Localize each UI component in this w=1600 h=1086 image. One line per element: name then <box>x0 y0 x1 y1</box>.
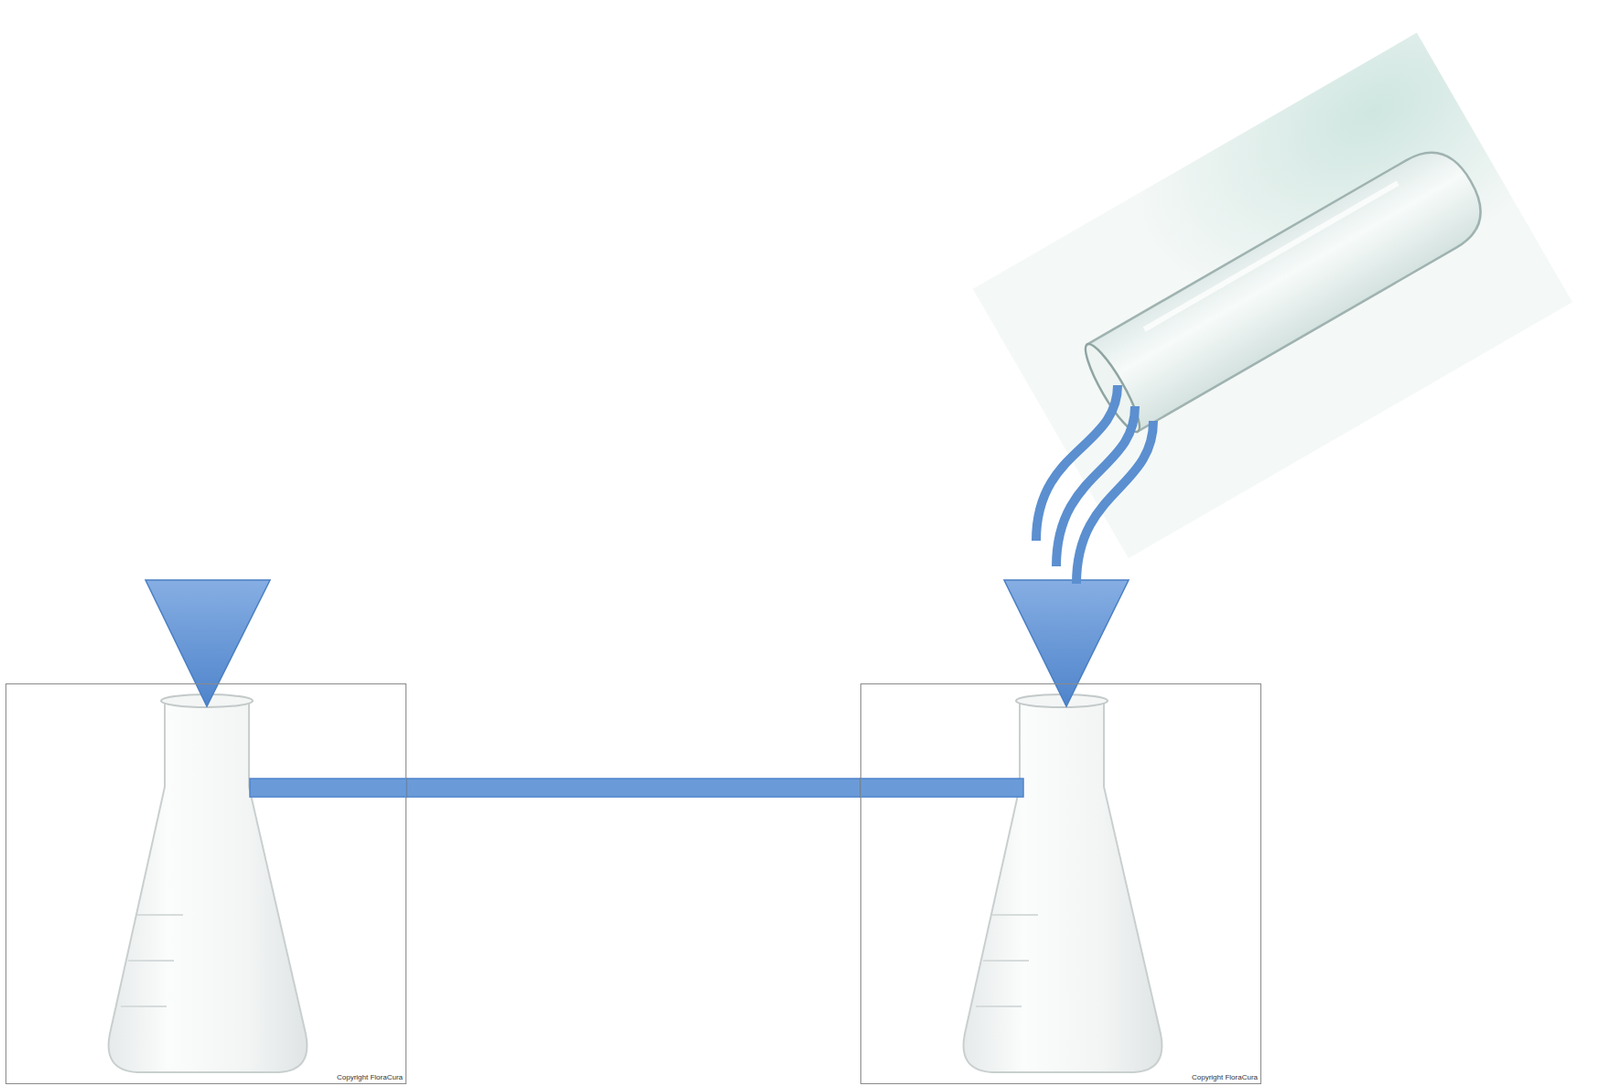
connecting-tube <box>406 778 861 798</box>
connecting-tube <box>249 778 407 798</box>
connecting-tube <box>860 778 1024 798</box>
test-tube <box>972 32 1573 559</box>
copyright-note: Copyright FloraCura <box>1191 1073 1258 1082</box>
picture-frame: Copyright FloraCura <box>860 683 1262 1085</box>
erlenmeyer-flask <box>963 694 1163 1073</box>
picture-frame: Copyright FloraCura <box>5 683 407 1085</box>
funnel-symbol <box>1004 580 1129 707</box>
pouring-liquid <box>1036 385 1154 584</box>
funnel-symbol <box>145 580 271 707</box>
copyright-note: Copyright FloraCura <box>336 1073 403 1082</box>
erlenmeyer-flask <box>108 694 308 1073</box>
